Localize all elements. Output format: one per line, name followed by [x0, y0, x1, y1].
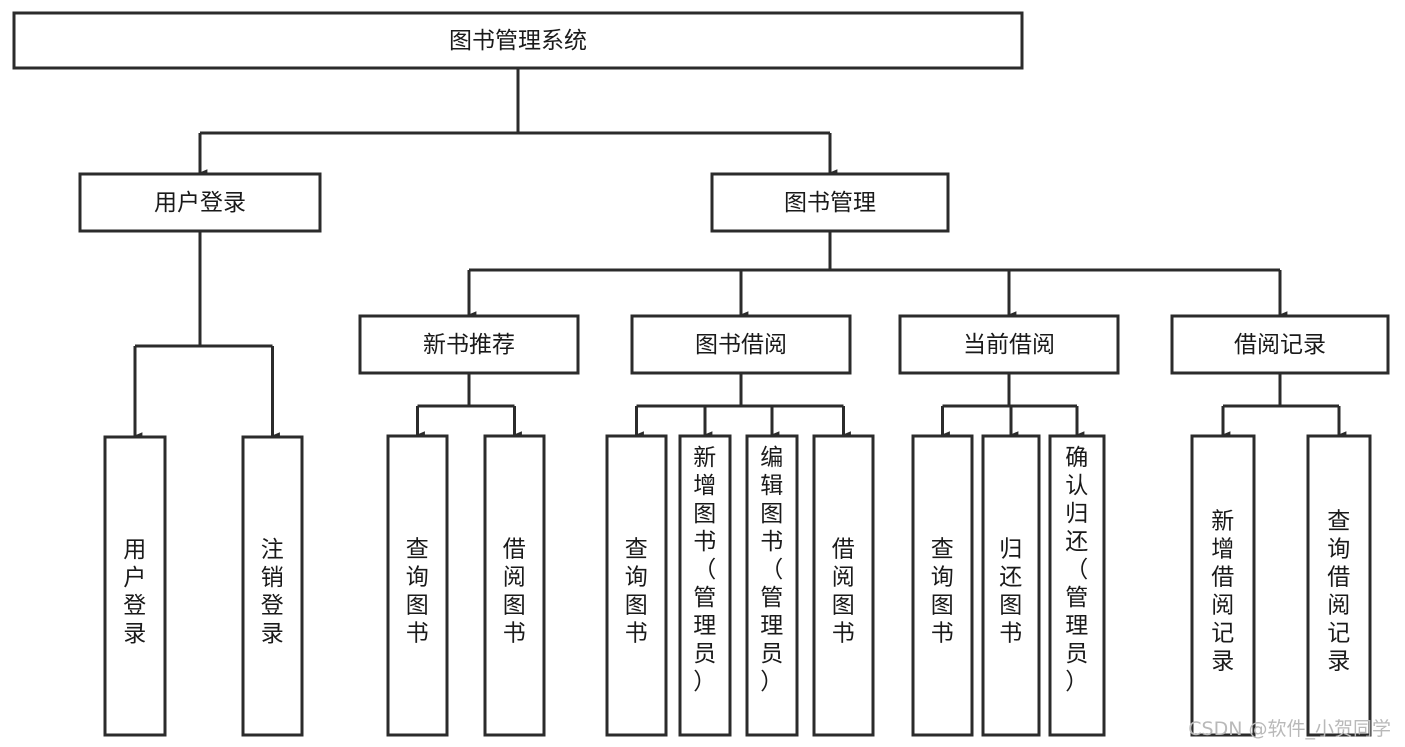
node-box[interactable]: [1170, 314, 1390, 375]
node-label: 当前借阅: [963, 332, 1055, 358]
node-label: 查询图书: [406, 536, 430, 646]
node-box[interactable]: [483, 434, 546, 737]
node-box[interactable]: [1048, 434, 1106, 737]
node-label: 查询图书: [931, 536, 955, 646]
node-box[interactable]: [103, 435, 167, 737]
node-label: 查询借阅记录: [1327, 508, 1351, 674]
node-box[interactable]: [981, 434, 1041, 737]
node-current[interactable]: 当前借阅: [898, 314, 1120, 375]
node-bookmgmt[interactable]: 图书管理: [710, 172, 950, 233]
node-box[interactable]: [605, 434, 668, 737]
node-box[interactable]: [911, 434, 974, 737]
node-leaf-cur-1[interactable]: 查询图书: [911, 434, 974, 737]
connector-group-bookmgmt: [467, 231, 1288, 319]
node-label: 借阅记录: [1234, 332, 1326, 358]
node-box[interactable]: [358, 314, 580, 375]
node-label: 查询图书: [625, 536, 649, 646]
node-newbook[interactable]: 新书推荐: [358, 314, 580, 375]
node-leaf-cur-2[interactable]: 归还图书: [981, 434, 1041, 737]
node-label: 图书管理: [784, 190, 876, 216]
node-label: 借阅图书: [832, 536, 856, 646]
connector-group-root: [198, 68, 838, 177]
node-borrow[interactable]: 图书借阅: [630, 314, 852, 375]
node-leaf-bor-4[interactable]: 借阅图书: [812, 434, 875, 737]
node-leaf-new-1[interactable]: 查询图书: [386, 434, 449, 737]
node-box[interactable]: [78, 172, 322, 233]
node-box[interactable]: [745, 434, 799, 737]
node-label: 新书推荐: [423, 332, 515, 358]
node-leaf-cur-3[interactable]: 确认归还（管理员）: [1048, 434, 1106, 737]
node-leaf-rec-2[interactable]: 查询借阅记录: [1306, 434, 1372, 737]
node-box[interactable]: [898, 314, 1120, 375]
node-leaf-rec-1[interactable]: 新增借阅记录: [1190, 434, 1256, 737]
node-label: 新增图书（管理员）: [693, 445, 717, 695]
node-login[interactable]: 用户登录: [78, 172, 322, 233]
connector-layer: [133, 68, 1347, 440]
node-box[interactable]: [710, 172, 950, 233]
node-label: 确认归还（管理员）: [1065, 445, 1089, 695]
node-label: 新增借阅记录: [1211, 508, 1235, 674]
node-box[interactable]: [241, 435, 304, 737]
node-leaf-bor-1[interactable]: 查询图书: [605, 434, 668, 737]
connector-group-login: [133, 231, 280, 440]
connector-group-newbook: [415, 373, 522, 439]
node-root[interactable]: 图书管理系统: [12, 11, 1024, 70]
node-label: 注销登录: [261, 537, 285, 647]
node-layer: 图书管理系统用户登录图书管理新书推荐图书借阅当前借阅借阅记录用户登录注销登录查询…: [12, 11, 1390, 737]
node-label: 用户登录: [154, 190, 246, 216]
node-box[interactable]: [812, 434, 875, 737]
node-box[interactable]: [678, 434, 732, 737]
node-box[interactable]: [1306, 434, 1372, 737]
node-label: 借阅图书: [503, 536, 527, 646]
node-box[interactable]: [630, 314, 852, 375]
node-label: 用户登录: [123, 537, 147, 647]
node-label: 归还图书: [999, 536, 1023, 646]
connector-group-record: [1221, 373, 1347, 439]
connector-group-borrow: [634, 373, 851, 439]
node-label: 图书借阅: [695, 332, 787, 358]
node-box[interactable]: [386, 434, 449, 737]
node-leaf-login-1[interactable]: 用户登录: [103, 435, 167, 737]
node-leaf-new-2[interactable]: 借阅图书: [483, 434, 546, 737]
connector-group-current: [940, 373, 1085, 439]
node-leaf-bor-3[interactable]: 编辑图书（管理员）: [745, 434, 799, 737]
node-label: 编辑图书（管理员）: [760, 445, 784, 695]
node-label: 图书管理系统: [449, 28, 587, 54]
node-leaf-login-2[interactable]: 注销登录: [241, 435, 304, 737]
node-record[interactable]: 借阅记录: [1170, 314, 1390, 375]
node-box[interactable]: [1190, 434, 1256, 737]
node-box[interactable]: [12, 11, 1024, 70]
node-leaf-bor-2[interactable]: 新增图书（管理员）: [678, 434, 732, 737]
